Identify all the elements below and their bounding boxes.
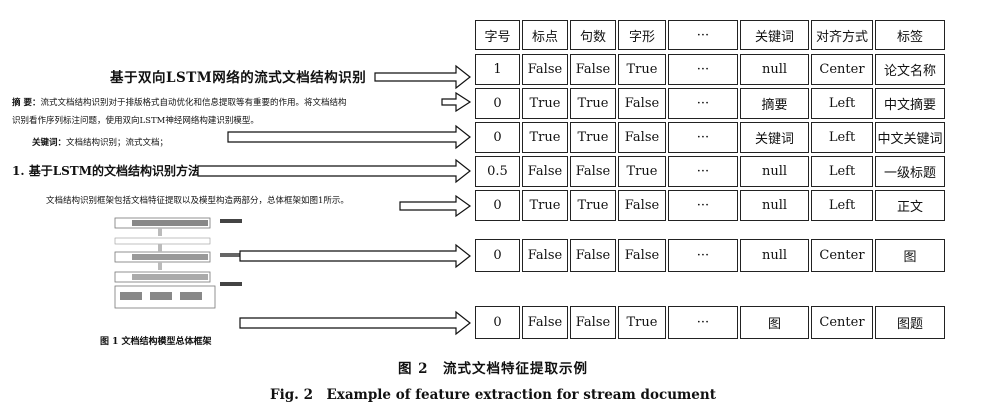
table-cell: False (522, 239, 568, 272)
table-header-cell: ··· (668, 20, 738, 50)
table-header-cell: 标签 (875, 20, 945, 50)
table-cell: False (570, 306, 616, 339)
abstract-line-1: 摘 要：流式文档结构识别对于排版格式自动优化和信息提取等有重要的作用。将文档结构 (12, 94, 432, 112)
table-header-cell: 字形 (618, 20, 666, 50)
table-cell: Left (811, 190, 873, 221)
arrow-figcap-icon (239, 310, 471, 336)
table-cell: Center (811, 239, 873, 272)
table-cell: 0 (475, 122, 520, 153)
table-cell: 正文 (875, 190, 945, 221)
arrow-keywords-icon (227, 124, 471, 150)
model-framework-figure (114, 217, 242, 309)
table-cell: null (740, 54, 809, 85)
table-header-cell: 标点 (522, 20, 568, 50)
table-cell: True (570, 88, 616, 119)
table-cell: Left (811, 88, 873, 119)
table-cell: False (522, 54, 568, 85)
table-header-cell: 对齐方式 (811, 20, 873, 50)
table-cell: False (618, 190, 666, 221)
arrow-abstract-icon (441, 91, 472, 113)
abstract-text-1: 流式文档结构识别对于排版格式自动优化和信息提取等有重要的作用。将文档结构 (40, 98, 347, 108)
table-cell: 关键词 (740, 122, 809, 153)
keywords-label: 关键词： (32, 138, 67, 148)
table-cell: ··· (668, 88, 738, 119)
arrow-body-icon (399, 194, 472, 218)
arrow-title-icon (374, 64, 471, 90)
table-cell: False (570, 156, 616, 187)
table-cell: True (522, 88, 568, 119)
table-cell: False (618, 239, 666, 272)
arrow-figure-icon (239, 243, 471, 269)
table-cell: 0 (475, 306, 520, 339)
table-cell: ··· (668, 239, 738, 272)
table-cell: 一级标题 (875, 156, 945, 187)
table-cell: 0 (475, 88, 520, 119)
table-cell: True (618, 156, 666, 187)
abstract-label: 摘 要： (12, 98, 41, 108)
keywords: 关键词：文档结构识别；流式文档； (32, 136, 168, 148)
figure-1-caption: 图 1 文档结构模型总体框架 (100, 337, 212, 347)
table-cell: Center (811, 306, 873, 339)
figure-caption-en: Fig. 2 Example of feature extraction for… (270, 387, 716, 403)
table-header-cell: 关键词 (740, 20, 809, 50)
table-cell: True (570, 190, 616, 221)
table-header-cell: 句数 (570, 20, 616, 50)
table-cell: False (570, 239, 616, 272)
table-cell: ··· (668, 190, 738, 221)
figure-caption-cn: 图 2 流式文档特征提取示例 (397, 361, 589, 377)
mapping-arrows (197, 64, 472, 336)
table-cell: ··· (668, 156, 738, 187)
table-cell: False (618, 88, 666, 119)
document-title: 基于双向LSTM网络的流式文档结构识别 (110, 70, 367, 86)
arrow-heading-icon (197, 158, 471, 184)
table-cell: null (740, 190, 809, 221)
document-preview: 基于双向LSTM网络的流式文档结构识别 摘 要：流式文档结构识别对于排版格式自动… (0, 0, 440, 360)
table-cell: Left (811, 122, 873, 153)
table-header-cell: 字号 (475, 20, 520, 50)
section-heading: 1. 基于LSTM的文档结构识别方法 (12, 164, 201, 178)
table-cell: 中文关键词 (875, 122, 945, 153)
table-cell: True (522, 122, 568, 153)
table-cell: 0 (475, 239, 520, 272)
table-cell: 图 (875, 239, 945, 272)
table-cell: Center (811, 54, 873, 85)
table-cell: ··· (668, 306, 738, 339)
table-cell: 中文摘要 (875, 88, 945, 119)
abstract: 摘 要：流式文档结构识别对于排版格式自动优化和信息提取等有重要的作用。将文档结构… (12, 94, 432, 130)
table-cell: 图题 (875, 306, 945, 339)
abstract-text-2: 识别看作序列标注问题，使用双向LSTM神经网络构建识别模型。 (12, 116, 259, 126)
table-cell: 摘要 (740, 88, 809, 119)
table-cell: False (618, 122, 666, 153)
table-cell: 1 (475, 54, 520, 85)
body-text: 文档结构识别框架包括文档特征提取以及模型构造两部分，总体框架如图1所示。 (46, 196, 349, 206)
table-cell: 图 (740, 306, 809, 339)
table-cell: ··· (668, 54, 738, 85)
table-cell: False (522, 306, 568, 339)
table-cell: Left (811, 156, 873, 187)
table-cell: True (618, 54, 666, 85)
table-cell: True (570, 122, 616, 153)
table-cell: null (740, 156, 809, 187)
table-cell: True (618, 306, 666, 339)
table-cell: 0 (475, 190, 520, 221)
table-cell: 0.5 (475, 156, 520, 187)
keywords-text: 文档结构识别；流式文档； (66, 138, 169, 148)
table-cell: True (522, 190, 568, 221)
table-cell: 论文名称 (875, 54, 945, 85)
table-cell: False (522, 156, 568, 187)
table-cell: null (740, 239, 809, 272)
table-cell: False (570, 54, 616, 85)
table-cell: ··· (668, 122, 738, 153)
